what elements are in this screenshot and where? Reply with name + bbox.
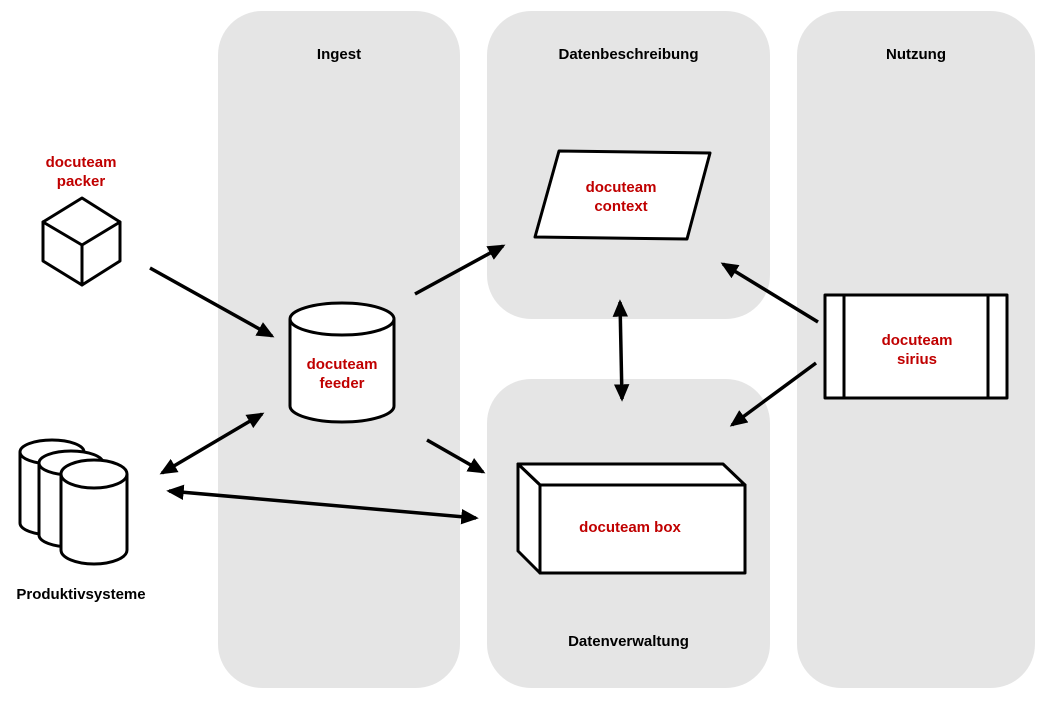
feeder-cylinder-shape (288, 301, 396, 424)
packer-cube-shape (41, 196, 122, 287)
edge-packer-feeder (149, 266, 275, 338)
edge-context-box (612, 299, 630, 402)
edge-feeder-box (426, 438, 486, 474)
sirius-process-shape (823, 293, 1009, 400)
lane-ingest-title: Ingest (316, 46, 362, 63)
edge-sirius-box (729, 361, 818, 427)
edge-produktivsysteme-box (166, 484, 479, 525)
node-label-produktivsysteme: Produktivsysteme (16, 586, 146, 603)
lane-datenbeschreibung-title: Datenbeschreibung (558, 46, 699, 63)
edge-feeder-context (414, 244, 506, 296)
node-label-box: docuteam box (579, 519, 681, 536)
lane-nutzung-title: Nutzung (886, 46, 946, 63)
edge-sirius-context (720, 262, 819, 324)
context-parallelogram-shape (533, 149, 712, 241)
node-label-context: docuteam context (585, 179, 657, 215)
edge-produktivsysteme-feeder (159, 412, 265, 475)
node-label-packer: docuteam packer (45, 154, 117, 190)
lane-datenverwaltung-title: Datenverwaltung (568, 633, 689, 650)
node-label-sirius: docuteam sirius (881, 332, 953, 368)
box-3d-shape (516, 462, 747, 575)
node-label-feeder: docuteam feeder (306, 356, 378, 392)
produktivsysteme-cylinders-shape (18, 438, 129, 566)
